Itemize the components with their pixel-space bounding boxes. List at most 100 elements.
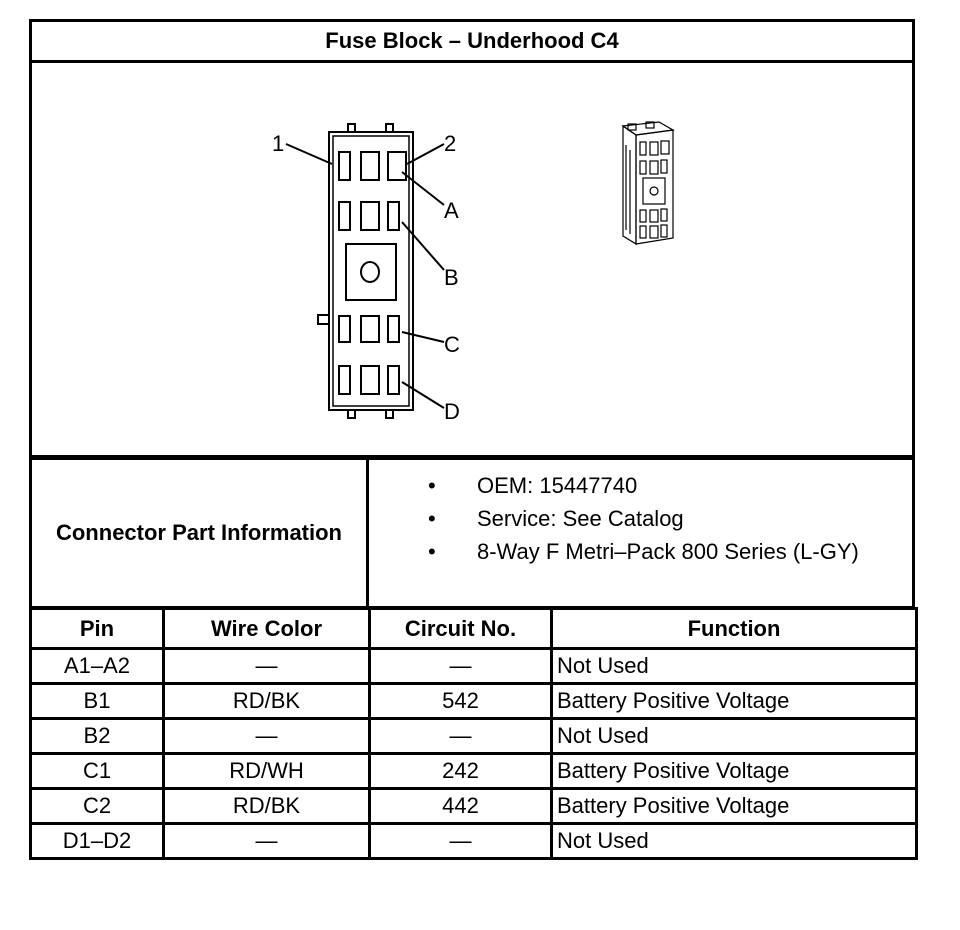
iso-cavity bbox=[639, 225, 647, 239]
cell-pin: B2 bbox=[29, 717, 165, 755]
cell-wire-color: RD/BK bbox=[162, 682, 371, 720]
leader-line bbox=[401, 221, 445, 271]
cell-wire-color: — bbox=[162, 717, 371, 755]
table-row: A1–A2 — — Not Used bbox=[29, 647, 918, 685]
iso-cavity bbox=[649, 225, 659, 239]
callout-1: 1 bbox=[272, 131, 284, 156]
cell-circuit: 242 bbox=[368, 752, 553, 790]
bullet-icon: • bbox=[428, 506, 436, 531]
table-row: D1–D2 — — Not Used bbox=[29, 822, 918, 860]
bullet-icon: • bbox=[428, 473, 436, 498]
bullet-icon: • bbox=[428, 539, 436, 564]
sheet-title: Fuse Block – Underhood C4 bbox=[29, 19, 915, 63]
info-item-text: OEM: 15447740 bbox=[477, 473, 638, 498]
cavity bbox=[338, 151, 351, 181]
callout-2: 2 bbox=[444, 131, 456, 156]
cell-circuit: — bbox=[368, 717, 553, 755]
cavity bbox=[338, 365, 351, 395]
iso-cavity bbox=[660, 224, 668, 238]
cell-pin: A1–A2 bbox=[29, 647, 165, 685]
connector-info-list: • OEM: 15447740 • Service: See Catalog •… bbox=[372, 460, 912, 606]
iso-cavity bbox=[660, 140, 670, 155]
connector-face-diagram: 1 2 A B C D bbox=[272, 121, 675, 424]
iso-cavity bbox=[649, 209, 659, 223]
iso-tab bbox=[645, 121, 655, 129]
cavity bbox=[387, 201, 400, 231]
iso-cavity bbox=[649, 160, 659, 175]
cavity bbox=[338, 315, 351, 343]
iso-front bbox=[635, 129, 674, 245]
iso-cavity bbox=[639, 141, 647, 156]
connector-isometric-view bbox=[621, 121, 675, 246]
cavity bbox=[360, 315, 380, 343]
iso-cavity bbox=[660, 208, 668, 222]
housing-tab bbox=[347, 409, 356, 419]
cell-pin: D1–D2 bbox=[29, 822, 165, 860]
cavity bbox=[360, 151, 380, 181]
leader-line bbox=[401, 171, 445, 206]
callout-a: A bbox=[444, 198, 459, 223]
header-function: Function bbox=[550, 607, 918, 650]
pin-table-header: Pin Wire Color Circuit No. Function bbox=[29, 607, 918, 650]
cell-circuit: 542 bbox=[368, 682, 553, 720]
center-hole bbox=[360, 261, 380, 283]
cavity bbox=[338, 201, 351, 231]
housing-tab bbox=[347, 123, 356, 133]
connector-sheet: Fuse Block – Underhood C4 bbox=[29, 19, 918, 899]
cell-function: Battery Positive Voltage bbox=[550, 787, 918, 825]
diagram-callouts: 1 2 A B C D bbox=[272, 131, 460, 424]
header-circuit-no: Circuit No. bbox=[368, 607, 553, 650]
cell-circuit: — bbox=[368, 647, 553, 685]
header-wire-color: Wire Color bbox=[162, 607, 371, 650]
cavity bbox=[387, 151, 407, 181]
cell-function: Battery Positive Voltage bbox=[550, 682, 918, 720]
connector-face-view bbox=[285, 123, 445, 419]
cell-pin: C2 bbox=[29, 787, 165, 825]
cavity bbox=[360, 201, 380, 231]
info-item-text: Service: See Catalog bbox=[477, 506, 684, 531]
callout-d: D bbox=[444, 399, 460, 424]
leader-line bbox=[285, 143, 333, 165]
leader-line bbox=[401, 381, 445, 409]
connector-info-label: Connector Part Information bbox=[32, 460, 369, 606]
connector-housing-inner bbox=[332, 135, 410, 407]
diagram-panel: 1 2 A B C D bbox=[29, 60, 915, 458]
center-boss bbox=[345, 243, 397, 301]
cell-circuit: 442 bbox=[368, 787, 553, 825]
cavity bbox=[387, 365, 400, 395]
cell-wire-color: — bbox=[162, 822, 371, 860]
cell-function: Not Used bbox=[550, 717, 918, 755]
cell-pin: C1 bbox=[29, 752, 165, 790]
cell-pin: B1 bbox=[29, 682, 165, 720]
iso-cavity bbox=[639, 160, 647, 175]
cavity bbox=[360, 365, 380, 395]
cell-circuit: — bbox=[368, 822, 553, 860]
housing-tab bbox=[385, 123, 394, 133]
cell-function: Not Used bbox=[550, 647, 918, 685]
info-top-border bbox=[32, 456, 912, 460]
connector-housing bbox=[328, 131, 414, 411]
cell-wire-color: — bbox=[162, 647, 371, 685]
info-item-text: 8-Way F Metri–Pack 800 Series (L-GY) bbox=[477, 539, 859, 564]
cavity bbox=[387, 315, 400, 343]
table-row: B2 — — Not Used bbox=[29, 717, 918, 755]
header-pin: Pin bbox=[29, 607, 165, 650]
housing-tab bbox=[385, 409, 394, 419]
iso-cavity bbox=[639, 209, 647, 223]
iso-tab bbox=[627, 123, 637, 131]
leader-line bbox=[406, 143, 445, 165]
connector-info-panel: Connector Part Information • OEM: 154477… bbox=[29, 456, 915, 609]
cell-wire-color: RD/BK bbox=[162, 787, 371, 825]
iso-cavity bbox=[649, 141, 659, 156]
callout-b: B bbox=[444, 265, 459, 290]
table-row: C2 RD/BK 442 Battery Positive Voltage bbox=[29, 787, 918, 825]
leader-line bbox=[401, 331, 445, 343]
cell-wire-color: RD/WH bbox=[162, 752, 371, 790]
table-row: B1 RD/BK 542 Battery Positive Voltage bbox=[29, 682, 918, 720]
table-row: C1 RD/WH 242 Battery Positive Voltage bbox=[29, 752, 918, 790]
iso-center-hole bbox=[649, 186, 659, 196]
pin-table: Pin Wire Color Circuit No. Function A1–A… bbox=[29, 607, 918, 860]
iso-cavity bbox=[660, 159, 668, 174]
housing-latch bbox=[317, 314, 330, 325]
callout-c: C bbox=[444, 332, 460, 357]
